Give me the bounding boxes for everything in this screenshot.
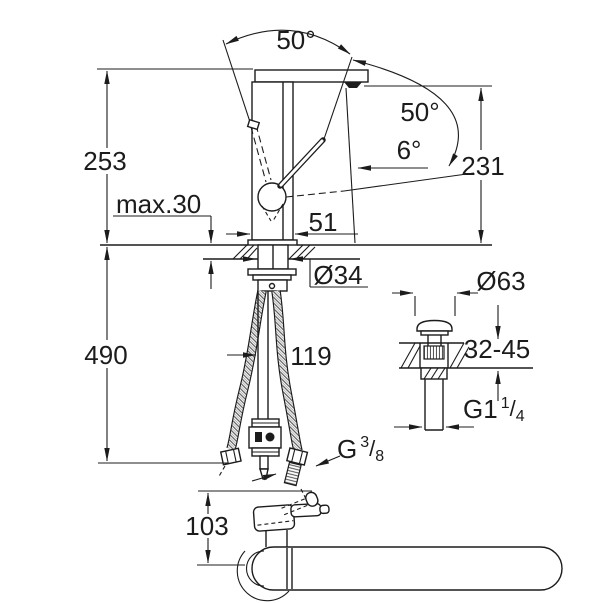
dimension-angle-lever-50: 50° <box>352 59 459 167</box>
rest-axis-line <box>343 172 475 192</box>
dim-51-label: 51 <box>309 207 338 237</box>
spout-inner-arc <box>245 550 265 587</box>
faucet-side-view <box>100 39 492 500</box>
dim-253-label: 253 <box>83 146 126 176</box>
pullout-hose-and-weight <box>248 291 282 480</box>
angle-top-label: 50° <box>276 25 315 55</box>
angle-lever-label: 50° <box>400 97 439 127</box>
dimensions: 253 490 max.30 51 Ø34 <box>83 25 505 482</box>
spout <box>254 69 369 83</box>
faucet-top-view: 103 <box>185 490 563 602</box>
hose-fitting-right <box>283 447 309 487</box>
dimension-490: 490 <box>84 246 128 462</box>
faucet-body <box>251 81 294 241</box>
dimension-max30: max.30 <box>113 189 214 289</box>
dimension-dia63: Ø63 <box>392 266 526 316</box>
dim-103-label: 103 <box>185 511 228 541</box>
dimension-103: 103 <box>185 490 312 566</box>
dim-dia34-label: Ø34 <box>313 260 362 290</box>
hose-fitting-left <box>219 447 242 466</box>
dimension-32-45: 32-45 <box>464 305 531 401</box>
lever-handle <box>277 137 326 189</box>
lever-handle-rotated <box>222 39 272 183</box>
lever-axis-extension <box>323 56 353 140</box>
dimension-51: 51 <box>226 207 358 237</box>
dim-119-label: 119 <box>290 341 331 371</box>
supply-hoses <box>217 290 309 500</box>
dim-max30-label: max.30 <box>116 189 201 219</box>
drain-body <box>419 343 449 431</box>
dimension-angle-6: 6° <box>357 135 428 171</box>
spout-outline-top <box>251 546 563 591</box>
dimension-dia34: Ø34 <box>233 256 368 290</box>
lever-top-view-rotated <box>281 491 319 516</box>
dim-dia63-label: Ø63 <box>476 266 525 296</box>
stream-axis-line <box>345 87 356 244</box>
drain-cap <box>416 319 453 346</box>
cartridge-housing-top <box>252 504 296 532</box>
dim-231-label: 231 <box>461 151 504 181</box>
mounting-shank <box>247 244 297 292</box>
base-escutcheon-arc <box>236 550 290 602</box>
dimension-231: 231 <box>461 87 505 244</box>
lever-top-view <box>290 502 330 518</box>
hose-weight <box>248 426 282 449</box>
base-plate <box>247 239 298 246</box>
dimension-119: 119 <box>227 341 332 371</box>
angle-rest-label: 6° <box>397 135 422 165</box>
dimension-angle-top-50: 50° <box>225 25 351 55</box>
dimension-253: 253 <box>83 70 127 244</box>
aerator <box>344 82 362 88</box>
dim-490-label: 490 <box>84 340 127 370</box>
rest-axis-dashed <box>285 190 345 198</box>
mounting-deck <box>100 244 492 260</box>
dim-32-45-label: 32-45 <box>464 334 531 364</box>
